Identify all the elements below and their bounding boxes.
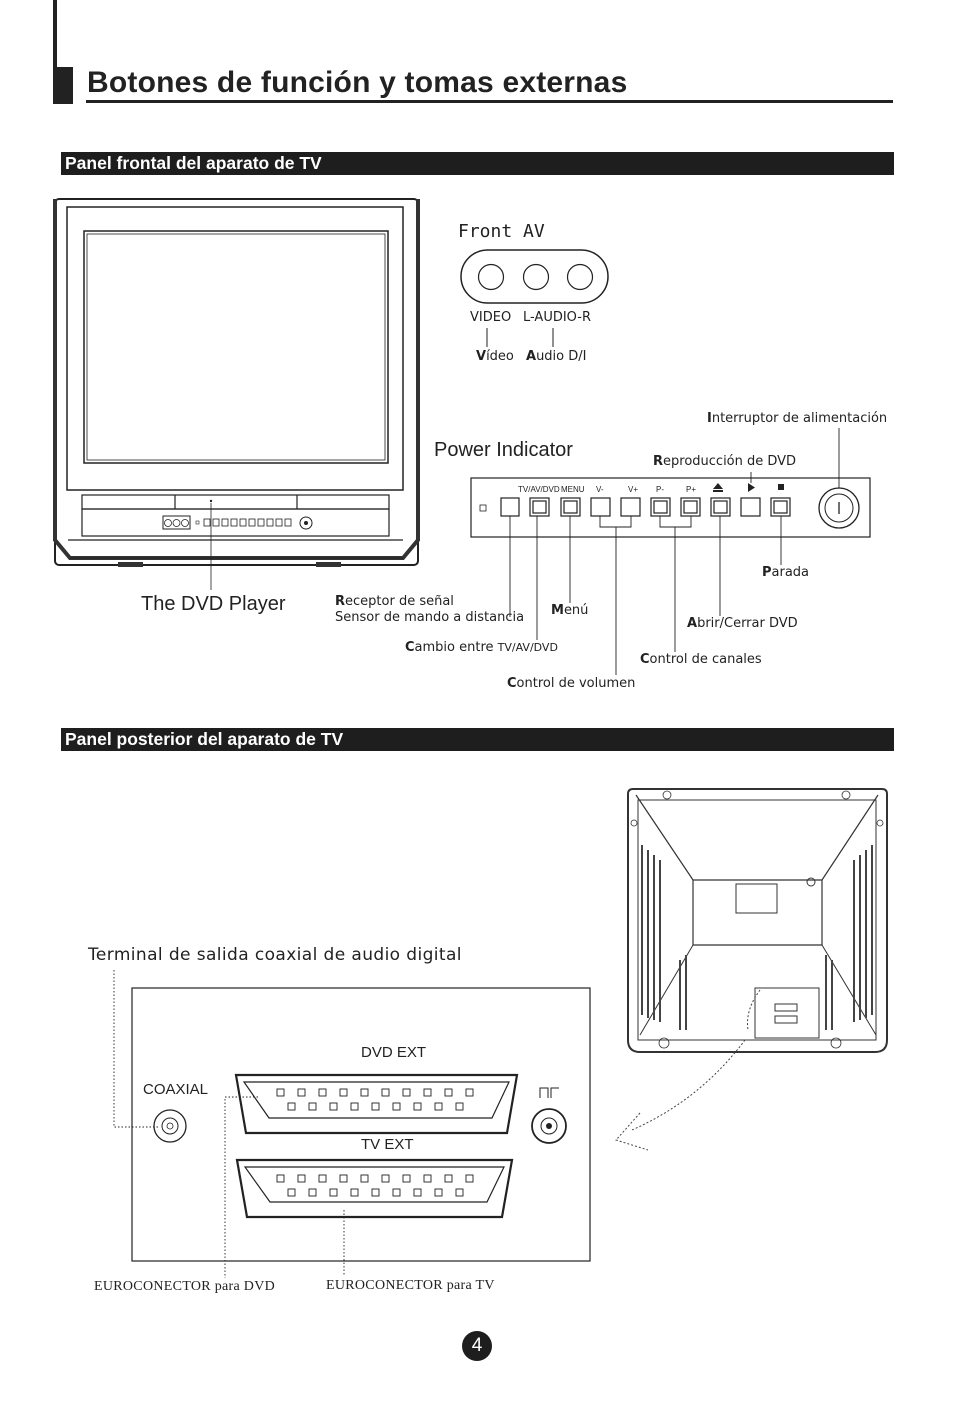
dotted-arrow	[615, 989, 761, 1151]
tv-ext-label: TV EXT	[361, 1136, 414, 1153]
front-av-title: Front AV	[458, 221, 545, 242]
front-panel-header: Panel frontal del aparato de TV	[61, 152, 894, 175]
open-close-callout: Abrir/Cerrar DVD	[687, 616, 798, 631]
receiver-callout-line1: Receptor de señal	[335, 594, 454, 609]
tv-rear-drawing	[627, 788, 888, 1053]
coaxial-terminal-label: Terminal de salida coaxial de audio digi…	[88, 945, 462, 965]
tv-front-drawing	[53, 198, 420, 590]
title-underline	[86, 100, 893, 103]
btn-label-tvavdvd: TV/AV/DVD	[518, 485, 560, 494]
dvd-play-callout: Reproducción de DVD	[653, 454, 797, 469]
video-jack-label: VIDEO	[470, 310, 512, 325]
tv-av-dvd-callout: Cambio entre TV/AV/DVD	[405, 640, 558, 655]
video-es-label: Vídeo	[476, 349, 514, 364]
power-indicator-label: Power Indicator	[434, 439, 573, 461]
stop-callout: Parada	[762, 565, 810, 580]
coaxial-label: COAXIAL	[143, 1081, 209, 1098]
btn-label-vol-up: V+	[628, 485, 639, 494]
audio-jack-label: L-AUDIO-R	[523, 310, 591, 325]
dvd-player-label: The DVD Player	[141, 593, 286, 615]
volume-callout: Control de volumen	[507, 676, 636, 691]
btn-label-ch-up: P+	[686, 485, 697, 494]
audio-es-label: Audio D/I	[526, 349, 587, 364]
front-av-jack-panel	[460, 249, 609, 347]
btn-label-ch-down: P-	[656, 485, 664, 494]
btn-label-menu: MENU	[561, 485, 585, 494]
channel-callout: Control de canales	[640, 652, 762, 667]
page-title: Botones de función y tomas externas	[87, 66, 628, 99]
power-switch-callout: Interruptor de alimentación	[707, 411, 888, 426]
rear-connector-panel	[113, 970, 591, 1278]
title-vertical-rule	[53, 0, 57, 68]
scart-tv-label: EUROCONECTOR para TV	[326, 1278, 495, 1293]
dvd-ext-label: DVD EXT	[361, 1044, 427, 1061]
menu-callout: Menú	[551, 603, 589, 618]
receiver-callout-line2: Sensor de mando a distancia	[335, 610, 525, 625]
title-marker	[53, 67, 73, 104]
rear-panel-header: Panel posterior del aparato de TV	[61, 728, 894, 751]
page-number: 4	[462, 1331, 492, 1361]
btn-label-vol-down: V-	[596, 485, 604, 494]
scart-dvd-label: EUROCONECTOR para DVD	[94, 1279, 276, 1294]
